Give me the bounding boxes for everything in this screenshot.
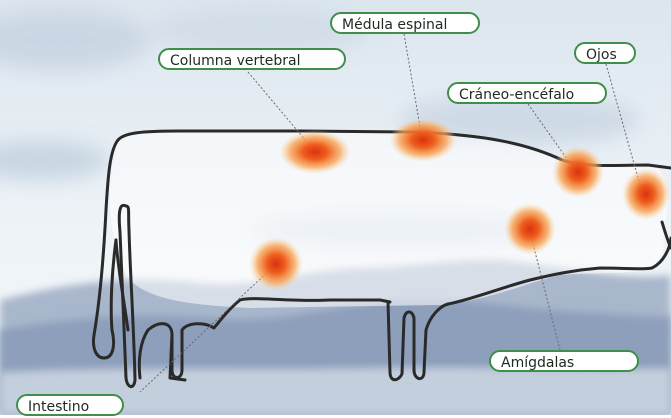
label-medula-espinal: Médula espinal	[330, 12, 480, 34]
label-columna-vertebral: Columna vertebral	[158, 48, 346, 70]
hotspot-intestino	[249, 237, 303, 291]
hotspot-amigdalas	[504, 203, 556, 255]
hotspot-medula-espinal	[389, 118, 457, 162]
hotspot-ojos	[622, 168, 670, 220]
hotspot-craneo-encefalo	[552, 146, 604, 198]
hotspot-columna-vertebral	[279, 130, 351, 174]
label-ojos: Ojos	[574, 42, 636, 64]
label-intestino: Intestino	[16, 394, 124, 416]
label-craneo-encefalo: Cráneo-encéfalo	[447, 82, 607, 104]
label-amigdalas: Amígdalas	[489, 350, 639, 372]
